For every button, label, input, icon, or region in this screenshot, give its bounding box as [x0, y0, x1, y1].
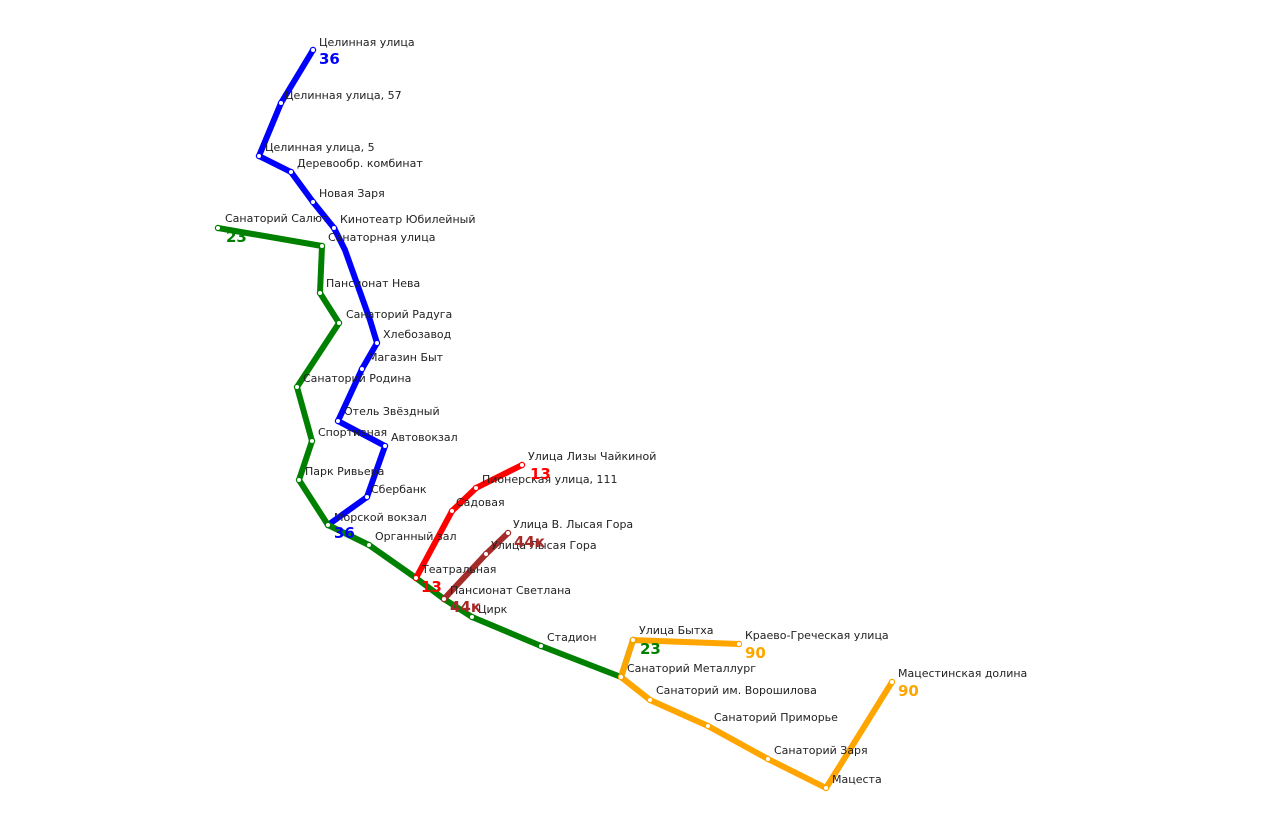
station-label[interactable]: Улица Лысая Гора	[491, 539, 597, 552]
station-label[interactable]: Санаторная улица	[328, 231, 435, 244]
station-marker[interactable]	[316, 289, 324, 297]
station-marker[interactable]	[448, 507, 456, 515]
station-label[interactable]: Сбербанк	[371, 483, 427, 496]
station-label[interactable]: Улица Бытха	[639, 624, 714, 637]
station-marker[interactable]	[308, 437, 316, 445]
station-label[interactable]: Санаторий им. Ворошилова	[656, 684, 817, 697]
station-marker[interactable]	[822, 784, 830, 792]
station-marker[interactable]	[704, 722, 712, 730]
station-label[interactable]: Пионерская улица, 111	[482, 473, 618, 486]
route-line-36	[256, 47, 388, 528]
station-marker[interactable]	[468, 613, 476, 621]
station-marker[interactable]	[287, 168, 295, 176]
station-marker[interactable]	[646, 696, 654, 704]
station-label[interactable]: Спортивная	[318, 426, 387, 439]
station-marker[interactable]	[363, 493, 371, 501]
station-label[interactable]: Кинотеатр Юбилейный	[340, 213, 475, 226]
station-label[interactable]: Садовая	[456, 496, 505, 509]
route-number-label[interactable]: 23	[226, 228, 247, 246]
station-marker[interactable]	[334, 417, 342, 425]
route-number-label[interactable]: 36	[319, 50, 340, 68]
station-marker[interactable]	[277, 99, 285, 107]
station-label[interactable]: Улица В. Лысая Гора	[513, 518, 633, 531]
station-marker[interactable]	[358, 365, 366, 373]
station-marker[interactable]	[365, 541, 373, 549]
route-line-90	[618, 637, 895, 791]
route-number-label[interactable]: 36	[334, 524, 355, 542]
station-marker[interactable]	[440, 595, 448, 603]
station-label[interactable]: Санаторий Приморье	[714, 711, 838, 724]
station-label[interactable]: Деревообр. комбинат	[297, 157, 423, 170]
station-marker[interactable]	[335, 319, 343, 327]
station-label[interactable]: Целинная улица	[319, 36, 415, 49]
route-number-labels: 36 36 23 23 13 13 44к 44к 90 90	[226, 50, 919, 700]
route-line-13	[413, 462, 525, 581]
station-label[interactable]: Краево-Греческая улица	[745, 629, 889, 642]
station-marker[interactable]	[330, 224, 338, 232]
station-marker[interactable]	[318, 242, 326, 250]
station-label[interactable]: Магазин Быт	[368, 351, 444, 364]
station-marker[interactable]	[764, 755, 772, 763]
route-number-label[interactable]: 13	[530, 465, 551, 483]
route-number-label[interactable]: 44к	[514, 533, 545, 551]
station-markers	[214, 46, 896, 792]
station-marker[interactable]	[412, 574, 420, 582]
station-label[interactable]: Пансионат Нева	[326, 277, 420, 290]
station-label[interactable]: Новая Заря	[319, 187, 385, 200]
station-label[interactable]: Театральная	[421, 563, 496, 576]
station-marker[interactable]	[537, 642, 545, 650]
station-label[interactable]: Санаторий Салют	[225, 212, 329, 225]
station-label[interactable]: Мацеста	[832, 773, 882, 786]
station-marker[interactable]	[214, 224, 222, 232]
station-marker[interactable]	[295, 476, 303, 484]
station-label[interactable]: Морской вокзал	[334, 511, 427, 524]
station-label[interactable]: Парк Ривьера	[305, 465, 384, 478]
route-number-label[interactable]: 44к	[450, 598, 481, 616]
station-marker[interactable]	[255, 152, 263, 160]
station-label[interactable]: Органный зал	[375, 530, 457, 543]
route-number-label[interactable]: 23	[640, 640, 661, 658]
route-number-label[interactable]: 90	[898, 682, 919, 700]
station-marker[interactable]	[504, 529, 512, 537]
station-label[interactable]: Санаторий Заря	[774, 744, 868, 757]
station-label[interactable]: Хлебозавод	[383, 328, 452, 341]
station-marker[interactable]	[324, 521, 332, 529]
station-label[interactable]: Санаторий Радуга	[346, 308, 452, 321]
station-marker[interactable]	[373, 339, 381, 347]
station-label[interactable]: Санаторий Металлург	[627, 662, 756, 675]
route-number-label[interactable]: 90	[745, 644, 766, 662]
station-marker[interactable]	[482, 550, 490, 558]
route-lines	[215, 47, 895, 791]
station-label[interactable]: Автовокзал	[391, 431, 458, 444]
station-marker[interactable]	[888, 678, 896, 686]
station-marker[interactable]	[735, 640, 743, 648]
station-marker[interactable]	[472, 484, 480, 492]
station-marker[interactable]	[518, 461, 526, 469]
station-marker[interactable]	[309, 198, 317, 206]
station-label[interactable]: Санаторий Родина	[303, 372, 411, 385]
station-marker[interactable]	[381, 442, 389, 450]
station-marker[interactable]	[309, 46, 317, 54]
station-marker[interactable]	[293, 383, 301, 391]
station-label[interactable]: Целинная улица, 5	[265, 141, 375, 154]
route-number-label[interactable]: 13	[421, 578, 442, 596]
station-label[interactable]: Отель Звёздный	[344, 405, 440, 418]
station-label[interactable]: Стадион	[547, 631, 597, 644]
station-marker[interactable]	[617, 673, 625, 681]
station-label[interactable]: Мацестинская долина	[898, 667, 1027, 680]
station-label[interactable]: Улица Лизы Чайкиной	[528, 450, 656, 463]
station-marker[interactable]	[629, 636, 637, 644]
station-label[interactable]: Пансионат Светлана	[450, 584, 571, 597]
station-label[interactable]: Цирк	[478, 603, 508, 616]
station-label[interactable]: Целинная улица, 57	[285, 89, 402, 102]
